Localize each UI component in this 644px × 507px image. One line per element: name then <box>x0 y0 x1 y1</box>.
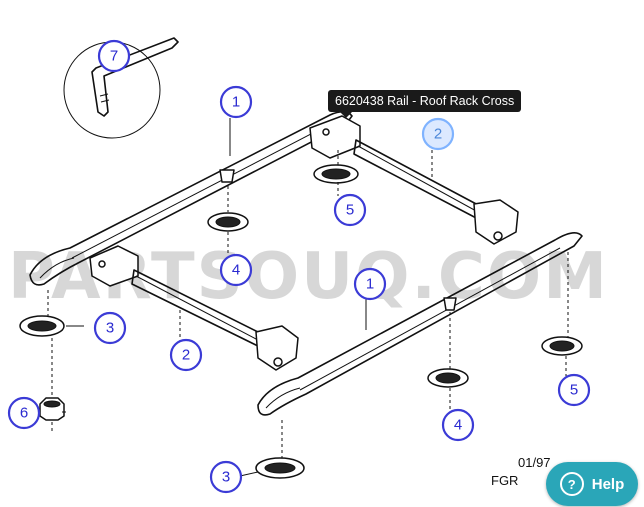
foot-pad-front-right <box>255 457 305 479</box>
rear-cross-rail <box>309 115 519 245</box>
callout-1-upper[interactable]: 1 <box>219 85 253 119</box>
callout-1-lower[interactable]: 1 <box>353 267 387 301</box>
callout-5-upper[interactable]: 5 <box>333 193 367 227</box>
svg-text:3: 3 <box>106 320 114 337</box>
callout-4-right[interactable]: 4 <box>441 408 475 442</box>
callout-6[interactable]: 6 <box>7 396 41 430</box>
foot-pad-upper-rear <box>313 164 359 184</box>
svg-text:2: 2 <box>182 347 190 364</box>
svg-text:1: 1 <box>232 94 240 111</box>
svg-text:6: 6 <box>20 405 28 422</box>
part-tooltip: 6620438 Rail - Roof Rack Cross <box>328 90 522 118</box>
help-icon: ? <box>559 472 584 496</box>
callout-7[interactable]: 7 <box>97 39 131 73</box>
callout-2-front-rail[interactable]: 2 <box>169 338 203 372</box>
svg-text:7: 7 <box>110 48 118 65</box>
callout-3-bottom[interactable]: 3 <box>209 460 243 494</box>
front-cross-rail <box>89 245 299 371</box>
right-side-rail <box>257 232 583 416</box>
foot-pad-right-rear <box>541 336 583 356</box>
svg-text:3: 3 <box>222 469 230 486</box>
assembly-lines <box>47 118 569 477</box>
help-label: Help <box>591 475 625 493</box>
foot-pad-left-middle <box>207 169 249 232</box>
callout-3-left[interactable]: 3 <box>93 311 127 345</box>
svg-text:4: 4 <box>454 417 462 434</box>
foot-pad-left-front <box>19 315 65 337</box>
svg-text:5: 5 <box>346 202 354 219</box>
nut-part <box>39 397 65 421</box>
help-button[interactable]: ? Help <box>546 462 638 506</box>
svg-text:2: 2 <box>434 126 442 143</box>
svg-text:1: 1 <box>366 276 374 293</box>
svg-text:4: 4 <box>232 262 240 279</box>
drawing-ref: FGR <box>491 473 519 488</box>
svg-text:5: 5 <box>570 382 578 399</box>
foot-pad-right-middle <box>427 297 469 388</box>
drawing-date: 01/97 <box>518 455 551 470</box>
callout-5-right[interactable]: 5 <box>557 373 591 407</box>
callout-4-left[interactable]: 4 <box>219 253 253 287</box>
callout-2-rear-rail[interactable]: 2 <box>421 117 455 151</box>
